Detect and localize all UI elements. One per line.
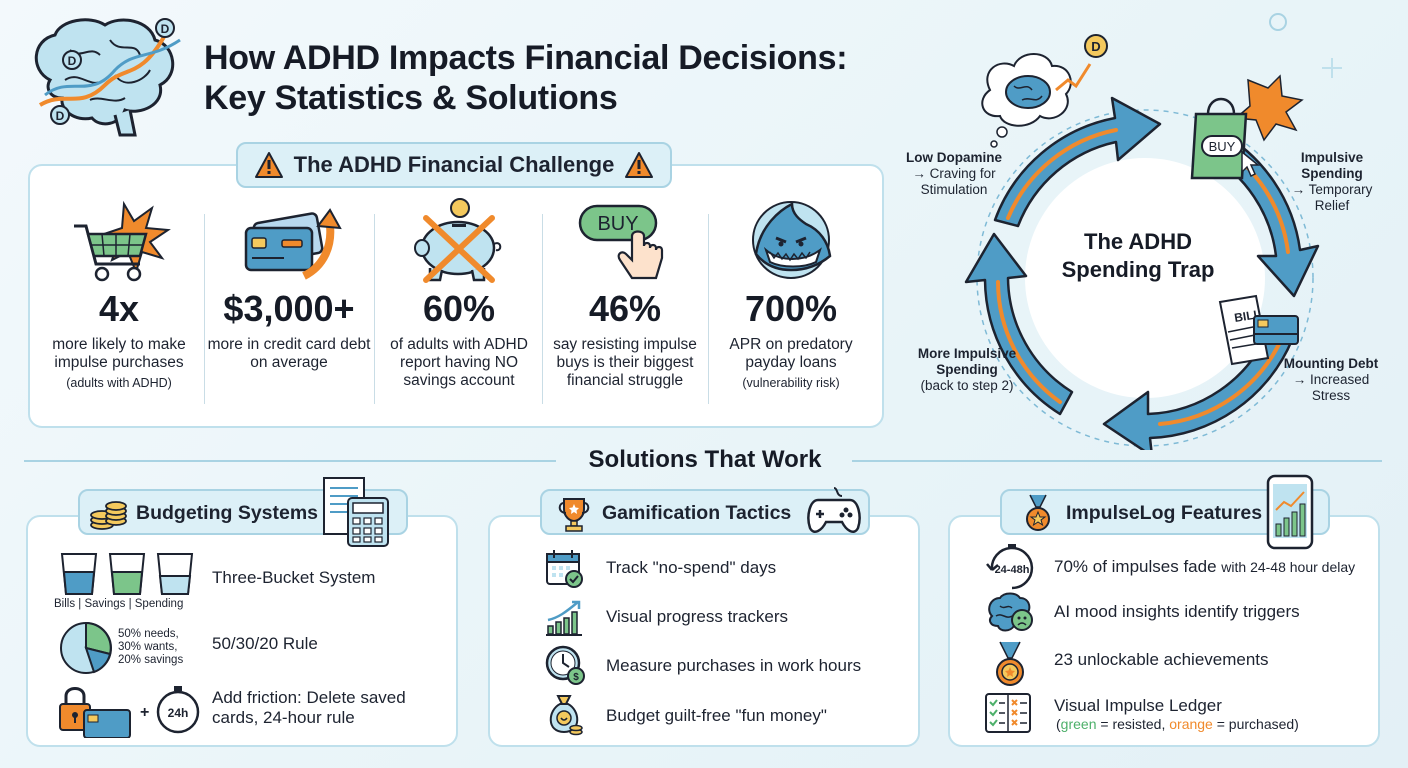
bucket-caption: Bills | Savings | Spending [54,598,184,610]
solution-item: Track "no-spend" days [606,558,777,577]
stat-value: 46% [588,288,662,329]
challenge-heading-tab: The ADHD Financial Challenge [236,142,672,188]
stat-description: of adults with ADHD report having NO sav… [390,336,528,389]
card-title: Gamification Tactics [602,502,792,524]
warning-icon [625,152,654,178]
shopping-bag-icon: BUY [1190,74,1304,180]
stat-description: say resisting impulse buys is their bigg… [553,336,697,389]
solutions-heading: Solutions That Work [588,446,822,473]
cycle-center-title: The ADHD Spending Trap [1061,229,1215,282]
title-line-2: Key Statistics & Solutions [204,79,618,117]
phone-chart-icon [1266,474,1314,550]
medal-icon [1026,494,1050,531]
stat-value: 4x [98,288,140,329]
cycle-step-more-impulsive: More Impulsive Spending(back to step 2) [917,346,1017,393]
solution-item: Visual progress trackers [606,607,789,626]
cycle-arrow-left [964,232,1074,416]
solution-item: 70% of impulses fade with 24-48 hour del… [1054,557,1356,576]
piggy-bank-icon [404,196,514,286]
solution-item: 50/30/20 Rule [212,634,318,653]
card-title: ImpulseLog Features [1066,502,1263,524]
trophy-icon [558,498,590,532]
solution-item: Three-Bucket System [212,568,376,587]
svg-text:24-48h: 24-48h [995,564,1030,576]
ring-decoration [1269,13,1287,31]
ledger-legend: (green = resisted, orange = purchased) [1056,716,1299,732]
solution-item: AI mood insights identify triggers [1054,602,1300,621]
solution-item: Add friction: Delete saved cards, 24-hou… [212,688,406,727]
stat-value: $3,000+ [223,288,355,329]
stat-resisting-impulse: BUY 46% say resisting impulse buys is th… [540,196,710,416]
svg-text:+: + [140,704,149,721]
achievement-medal-icon [996,641,1024,686]
cycle-arrow-bottom [1102,330,1294,450]
pie-chart-icon [60,621,112,674]
shopping-cart-icon [64,196,174,286]
stat-note: (vulnerability risk) [742,376,840,390]
warning-icon [254,152,283,178]
divider [542,214,543,404]
solution-item: Measure purchases in work hours [606,656,862,675]
clock-money-icon: $ [545,645,585,685]
plus-decoration [1322,58,1342,78]
spending-trap-cycle: D BUY BILL [890,20,1400,450]
shark-icon [736,196,846,286]
cycle-arrow-top [993,96,1162,228]
delay-timer-icon: 24-48h [986,544,1034,590]
svg-text:D: D [68,54,77,68]
lock-card-timer-icon: + 24h [59,686,200,738]
cycle-step-mounting-debt: Mounting Debt→ Increased Stress [1283,356,1379,403]
challenge-heading: The ADHD Financial Challenge [293,152,615,177]
progress-chart-icon [546,600,582,636]
svg-text:BUY: BUY [1209,139,1236,154]
page-title: How ADHD Impacts Financial Decisions: Ke… [204,38,904,118]
divider [708,214,709,404]
solution-item: Visual Impulse Ledger [1054,696,1222,715]
coins-icon [90,501,127,530]
cycle-step-low-dopamine: Low Dopamine→ Craving for Stimulation [905,150,1002,197]
calculator-receipt-icon [323,477,389,547]
game-controller-icon [807,487,861,533]
stat-credit-debt: $3,000+ more in credit card debt on aver… [204,196,374,416]
svg-text:24h: 24h [168,706,189,720]
divider [374,214,375,404]
svg-text:$: $ [573,672,579,683]
stat-description: APR on predatory payday loans(vulnerabil… [706,336,876,392]
stat-no-savings: 60% of adults with ADHD report having NO… [374,196,544,416]
divider [852,460,1382,462]
svg-text:BUY: BUY [597,213,638,235]
solution-item: Budget guilt-free "fun money" [606,706,827,725]
stat-note: (adults with ADHD) [66,376,172,390]
stat-impulse-purchases: 4x more likely to make impulse purchases… [34,196,204,416]
svg-text:D: D [1091,39,1100,54]
money-bag-icon [549,695,583,736]
ledger-checklist-icon [985,693,1031,733]
mood-brain-icon [988,592,1033,632]
stat-description: more in credit card debt on average [207,336,371,371]
cycle-step-impulsive-spending: Impulsive Spending→ Temporary Relief [1291,150,1373,213]
three-buckets-icon [60,553,194,595]
card-title: Budgeting Systems [136,502,319,524]
buy-button-icon: BUY [570,196,680,286]
stat-value: 700% [744,288,838,329]
svg-text:D: D [56,109,65,123]
svg-text:D: D [161,22,170,36]
stat-value: 60% [422,288,496,329]
stat-description: more likely to make impulse purchases(ad… [34,336,204,392]
stat-payday-loans: 700% APR on predatory payday loans(vulne… [706,196,876,416]
title-line-1: How ADHD Impacts Financial Decisions: [204,39,848,77]
divider [24,460,556,462]
bill-icon: BILL [1218,294,1299,366]
solution-item: 23 unlockable achievements [1054,650,1269,669]
brain-dopamine-icon: D D D [20,10,190,140]
calendar-check-icon [546,550,583,588]
credit-card-icon [234,196,344,286]
pie-caption: 50% needs, 30% wants, 20% savings [118,628,184,666]
thought-cloud-icon: D [981,34,1108,148]
divider [204,214,205,404]
